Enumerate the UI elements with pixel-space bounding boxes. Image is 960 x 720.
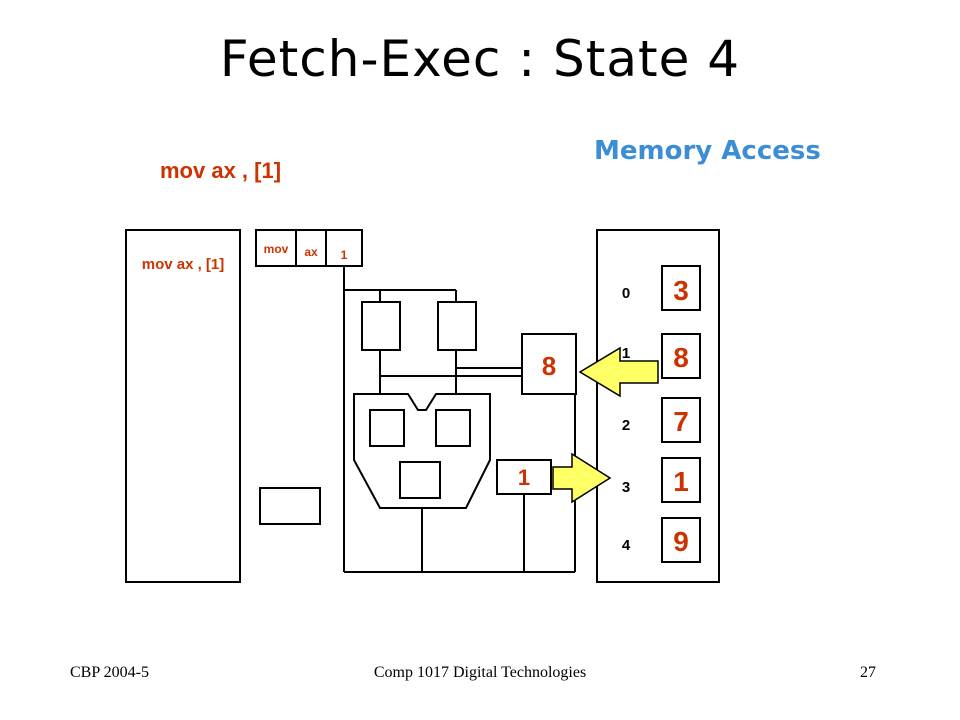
mdr-value: 8 [542, 351, 556, 381]
read-arrow-icon [578, 346, 659, 398]
instruction-label: mov ax , [1] [160, 158, 282, 183]
instruction-register [255, 229, 363, 267]
memory-value-1: 8 [673, 342, 689, 373]
memory-value-2: 7 [673, 406, 689, 437]
footer-course-code: CBP 2004-5 [70, 664, 149, 681]
memory-data-register [521, 333, 577, 395]
memory-address-register [496, 459, 552, 495]
program-memory-text: mov ax , [1] [142, 256, 225, 273]
alu-input-b [435, 409, 471, 447]
ir-cell-operand: 1 [341, 248, 348, 262]
footer-course-title: Comp 1017 Digital Technologies [373, 664, 587, 681]
memory-value-3: 1 [673, 466, 689, 497]
memory-address-1: 1 [622, 345, 630, 362]
ir-cell-register: ax [304, 245, 318, 259]
memory-cell-2 [661, 397, 701, 443]
memory-value-0: 3 [673, 275, 689, 306]
memory-address-3: 3 [622, 479, 630, 496]
memory-address-2: 2 [622, 417, 630, 434]
ir-cell-opcode: mov [264, 242, 289, 256]
memory-cell-4 [661, 517, 701, 563]
alu-input-a [369, 409, 405, 447]
program-memory-box [125, 229, 241, 583]
alu-output [399, 461, 441, 499]
mar-value: 1 [518, 465, 530, 490]
footer-page-number: 27 [860, 664, 876, 681]
memory-value-4: 9 [673, 526, 689, 557]
slide-title: Fetch-Exec : State 4 [219, 30, 741, 88]
register-a [361, 301, 401, 351]
memory-cell-3 [661, 457, 701, 503]
stage-label: Memory Access [594, 136, 821, 166]
memory-address-4: 4 [622, 537, 631, 554]
register-b [437, 301, 477, 351]
memory-cell-1 [661, 333, 701, 379]
memory-cell-0 [661, 265, 701, 311]
address-arrow-icon [552, 452, 612, 504]
program-counter [259, 487, 321, 525]
memory-address-0: 0 [622, 285, 630, 302]
